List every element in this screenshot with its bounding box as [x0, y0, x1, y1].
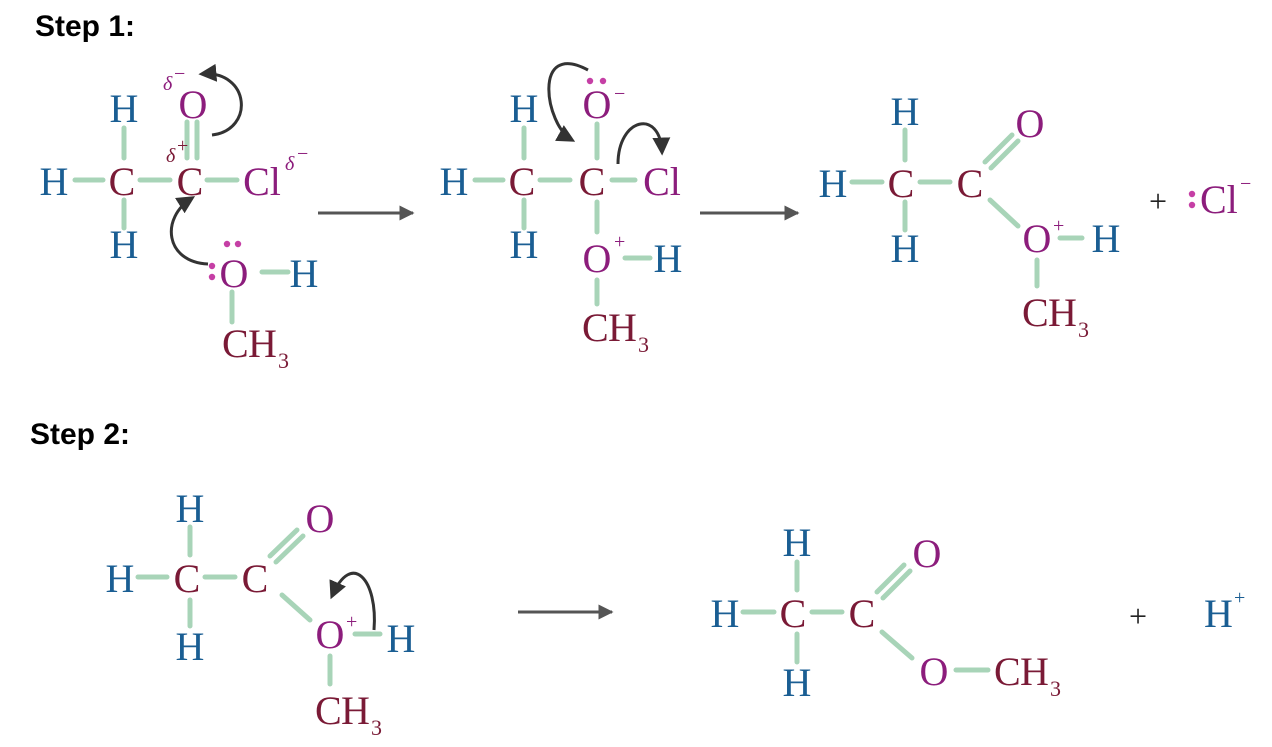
atom-c: C: [222, 321, 249, 366]
atom-c: C: [579, 159, 606, 204]
atom-cl: Cl: [643, 159, 681, 204]
atom-c: C: [315, 688, 342, 733]
atom-h: H: [783, 660, 812, 705]
partial-charge-delta: δ: [166, 145, 176, 167]
atom-o: O: [913, 531, 942, 576]
curved-arrow-o-to-c: [169, 196, 209, 266]
lone-pair-dots: [208, 240, 242, 281]
atom-h: H: [608, 305, 637, 350]
atom-c: C: [109, 159, 136, 204]
proton: H +: [1204, 587, 1245, 636]
partial-charge-delta: δ: [285, 153, 295, 175]
atom-h: H: [387, 616, 416, 661]
atom-h: H: [510, 86, 539, 131]
lone-pair-dots: [586, 77, 607, 85]
reaction-arrows: [318, 205, 800, 620]
atom-h: H: [891, 89, 920, 134]
atom-cl: Cl: [1200, 177, 1238, 222]
atom-h: H: [819, 161, 848, 206]
atom-h: H: [1020, 649, 1049, 694]
atom-c: C: [957, 161, 984, 206]
atom-o: O: [920, 649, 949, 694]
curved-arrow-ccl-to-cl: [616, 122, 671, 165]
partial-charge-delta: δ: [163, 73, 173, 95]
atom-c: C: [174, 556, 201, 601]
subscript-3: 3: [371, 715, 382, 740]
molecule-protonated-ester: H C C H H O O + H C H 3: [819, 89, 1121, 342]
charge-minus: −: [174, 63, 185, 85]
atom-h: H: [40, 159, 69, 204]
atom-h: H: [176, 486, 205, 531]
atom-o: O: [1023, 216, 1052, 261]
molecule-tetrahedral-intermediate: H C C Cl H H O − O + H C H 3: [440, 77, 683, 357]
atom-h: H: [248, 321, 277, 366]
atom-c: C: [780, 591, 807, 636]
subscript-3: 3: [1078, 317, 1089, 342]
plus-sign: +: [1149, 183, 1167, 219]
atom-o: O: [1016, 101, 1045, 146]
atom-c: C: [888, 161, 915, 206]
molecule-methanol: O H C H 3: [208, 240, 319, 373]
curved-arrow-oh-to-o: [329, 571, 376, 631]
atom-cl: Cl: [243, 159, 281, 204]
atom-o: O: [583, 236, 612, 281]
molecule-protonated-ester-step2: H C C H H O O + H C H 3: [106, 486, 416, 740]
atom-c: C: [177, 159, 204, 204]
molecule-acetyl-chloride: H C C Cl H H O δ − δ + δ −: [40, 63, 309, 267]
electron-arrows: [169, 62, 671, 631]
atom-o: O: [179, 82, 208, 127]
atom-h: H: [891, 226, 920, 271]
atom-h: H: [510, 222, 539, 267]
charge-minus: −: [297, 143, 308, 165]
charge-minus: −: [1240, 173, 1251, 195]
atom-h: H: [290, 251, 319, 296]
atom-o: O: [220, 251, 249, 296]
atom-h: H: [176, 624, 205, 669]
atom-h: H: [783, 520, 812, 565]
atom-h: H: [110, 86, 139, 131]
atom-h: H: [110, 222, 139, 267]
atom-c: C: [994, 649, 1021, 694]
atom-o: O: [316, 612, 345, 657]
atom-h: H: [1092, 216, 1121, 261]
curved-arrow-cbond-to-o: [198, 63, 243, 137]
charge-plus: +: [346, 611, 357, 633]
step-2-label: Step 2:: [30, 418, 131, 451]
atom-h: H: [711, 591, 740, 636]
atom-h: H: [440, 159, 469, 204]
charge-plus: +: [177, 135, 188, 157]
chloride-ion: Cl −: [1188, 173, 1251, 222]
atom-c: C: [1022, 290, 1049, 335]
plus-sign: +: [1129, 598, 1147, 634]
charge-plus: +: [614, 231, 625, 253]
lone-pair-dots: [1188, 190, 1196, 209]
atom-c: C: [849, 591, 876, 636]
subscript-3: 3: [278, 348, 289, 373]
atom-o: O: [583, 82, 612, 127]
atom-h: H: [106, 556, 135, 601]
curved-arrow-o-to-c-reform: [547, 62, 589, 142]
atom-c: C: [582, 305, 609, 350]
atom-c: C: [242, 556, 269, 601]
atom-h: H: [341, 688, 370, 733]
subscript-3: 3: [1050, 676, 1061, 701]
step-1-label: Step 1:: [35, 10, 136, 43]
subscript-3: 3: [638, 332, 649, 357]
atom-c: C: [509, 159, 536, 204]
atom-h: H: [654, 236, 683, 281]
charge-plus: +: [1053, 215, 1064, 237]
molecule-methyl-acetate: H C C H H O O C H 3: [711, 520, 1061, 705]
atom-h: H: [1204, 591, 1233, 636]
atom-h: H: [1048, 290, 1077, 335]
charge-plus: +: [1234, 587, 1245, 609]
bonds: [72, 119, 1085, 687]
charge-minus: −: [614, 83, 625, 105]
atom-o: O: [306, 496, 335, 541]
